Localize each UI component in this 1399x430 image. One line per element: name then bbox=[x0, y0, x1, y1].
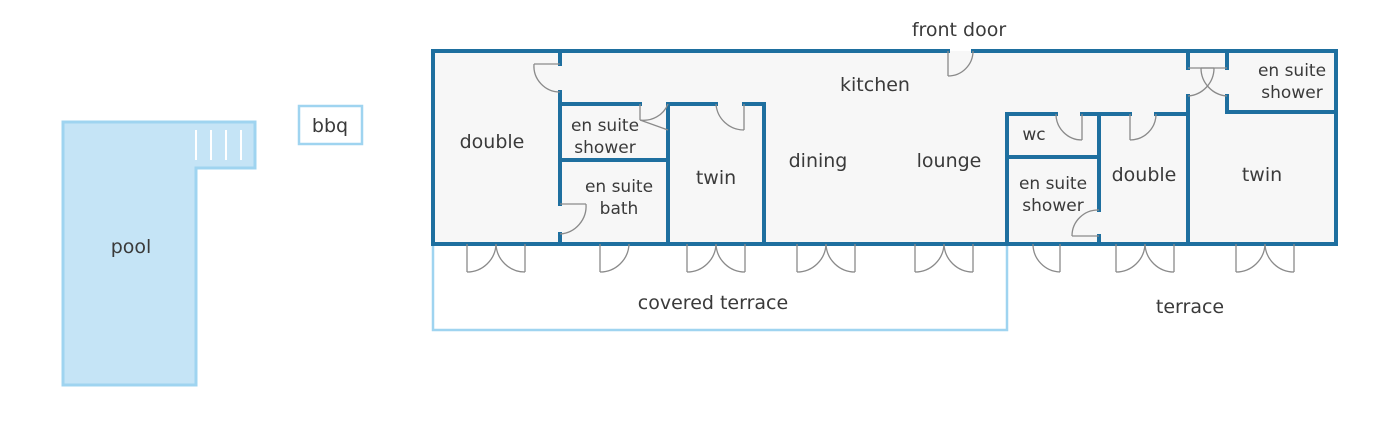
pool-steps bbox=[195, 130, 242, 160]
walls bbox=[431, 49, 1338, 246]
double-right-label: double bbox=[1112, 164, 1177, 186]
terrace-door-twin-left[interactable] bbox=[686, 243, 746, 273]
pool-outline bbox=[61, 120, 257, 387]
room-labels: front door kitchen double en suite showe… bbox=[460, 19, 1326, 318]
double-left-label: double bbox=[460, 131, 525, 153]
terrace-label: terrace bbox=[1156, 296, 1224, 318]
ensuite-shower-right-door[interactable] bbox=[1200, 67, 1228, 97]
bbq-label: bbq bbox=[312, 115, 348, 137]
terrace-door-double-right[interactable] bbox=[1115, 243, 1175, 273]
terrace-door-double-left[interactable] bbox=[466, 243, 526, 273]
kitchen-label: kitchen bbox=[840, 74, 910, 96]
front-door-label: front door bbox=[912, 19, 1007, 41]
ensuite-shower-left-line1: en suite bbox=[571, 116, 639, 136]
terrace-door-ensuite-bath[interactable] bbox=[599, 243, 630, 273]
ensuite-shower-left-door[interactable] bbox=[639, 103, 669, 121]
wc-door[interactable] bbox=[1055, 113, 1083, 141]
wc-label: wc bbox=[1022, 125, 1045, 145]
bbq: bbq bbox=[297, 104, 364, 146]
ensuite-shower-left-line2: shower bbox=[574, 138, 635, 158]
twin-left-door[interactable] bbox=[715, 103, 745, 131]
ensuite-bath-line1: en suite bbox=[585, 177, 653, 197]
twin-left-label: twin bbox=[696, 167, 736, 189]
terrace-door-lounge[interactable] bbox=[914, 243, 974, 273]
terrace-door-twin-right[interactable] bbox=[1235, 243, 1295, 273]
twin-right-label: twin bbox=[1242, 164, 1282, 186]
ensuite-shower-right-line2: shower bbox=[1261, 83, 1322, 103]
ensuite-shower-mid-line2: shower bbox=[1022, 196, 1083, 216]
terrace-door-ensuite-mid[interactable] bbox=[1032, 243, 1061, 273]
covered-terrace-label: covered terrace bbox=[638, 292, 788, 314]
double-left-door[interactable] bbox=[533, 63, 561, 93]
house-floor bbox=[433, 51, 1336, 244]
front-door[interactable] bbox=[947, 50, 974, 77]
ensuite-shower-mid-line1: en suite bbox=[1019, 174, 1087, 194]
pool: pool bbox=[61, 120, 257, 387]
covered-terrace-outline bbox=[431, 244, 1009, 332]
doors bbox=[466, 50, 1295, 273]
lounge-label: lounge bbox=[917, 150, 982, 172]
ensuite-shower-left-door-leaf bbox=[639, 119, 669, 131]
ensuite-bath-line2: bath bbox=[600, 199, 639, 219]
double-right-door[interactable] bbox=[1129, 113, 1157, 141]
bbq-box bbox=[297, 104, 364, 146]
terrace-door-dining[interactable] bbox=[796, 243, 856, 273]
pool-label: pool bbox=[111, 236, 152, 258]
dining-label: dining bbox=[789, 150, 848, 172]
ensuite-shower-right-line1: en suite bbox=[1258, 61, 1326, 81]
ensuite-bath-door[interactable] bbox=[559, 203, 587, 235]
ensuite-shower-mid-door[interactable] bbox=[1071, 209, 1100, 237]
